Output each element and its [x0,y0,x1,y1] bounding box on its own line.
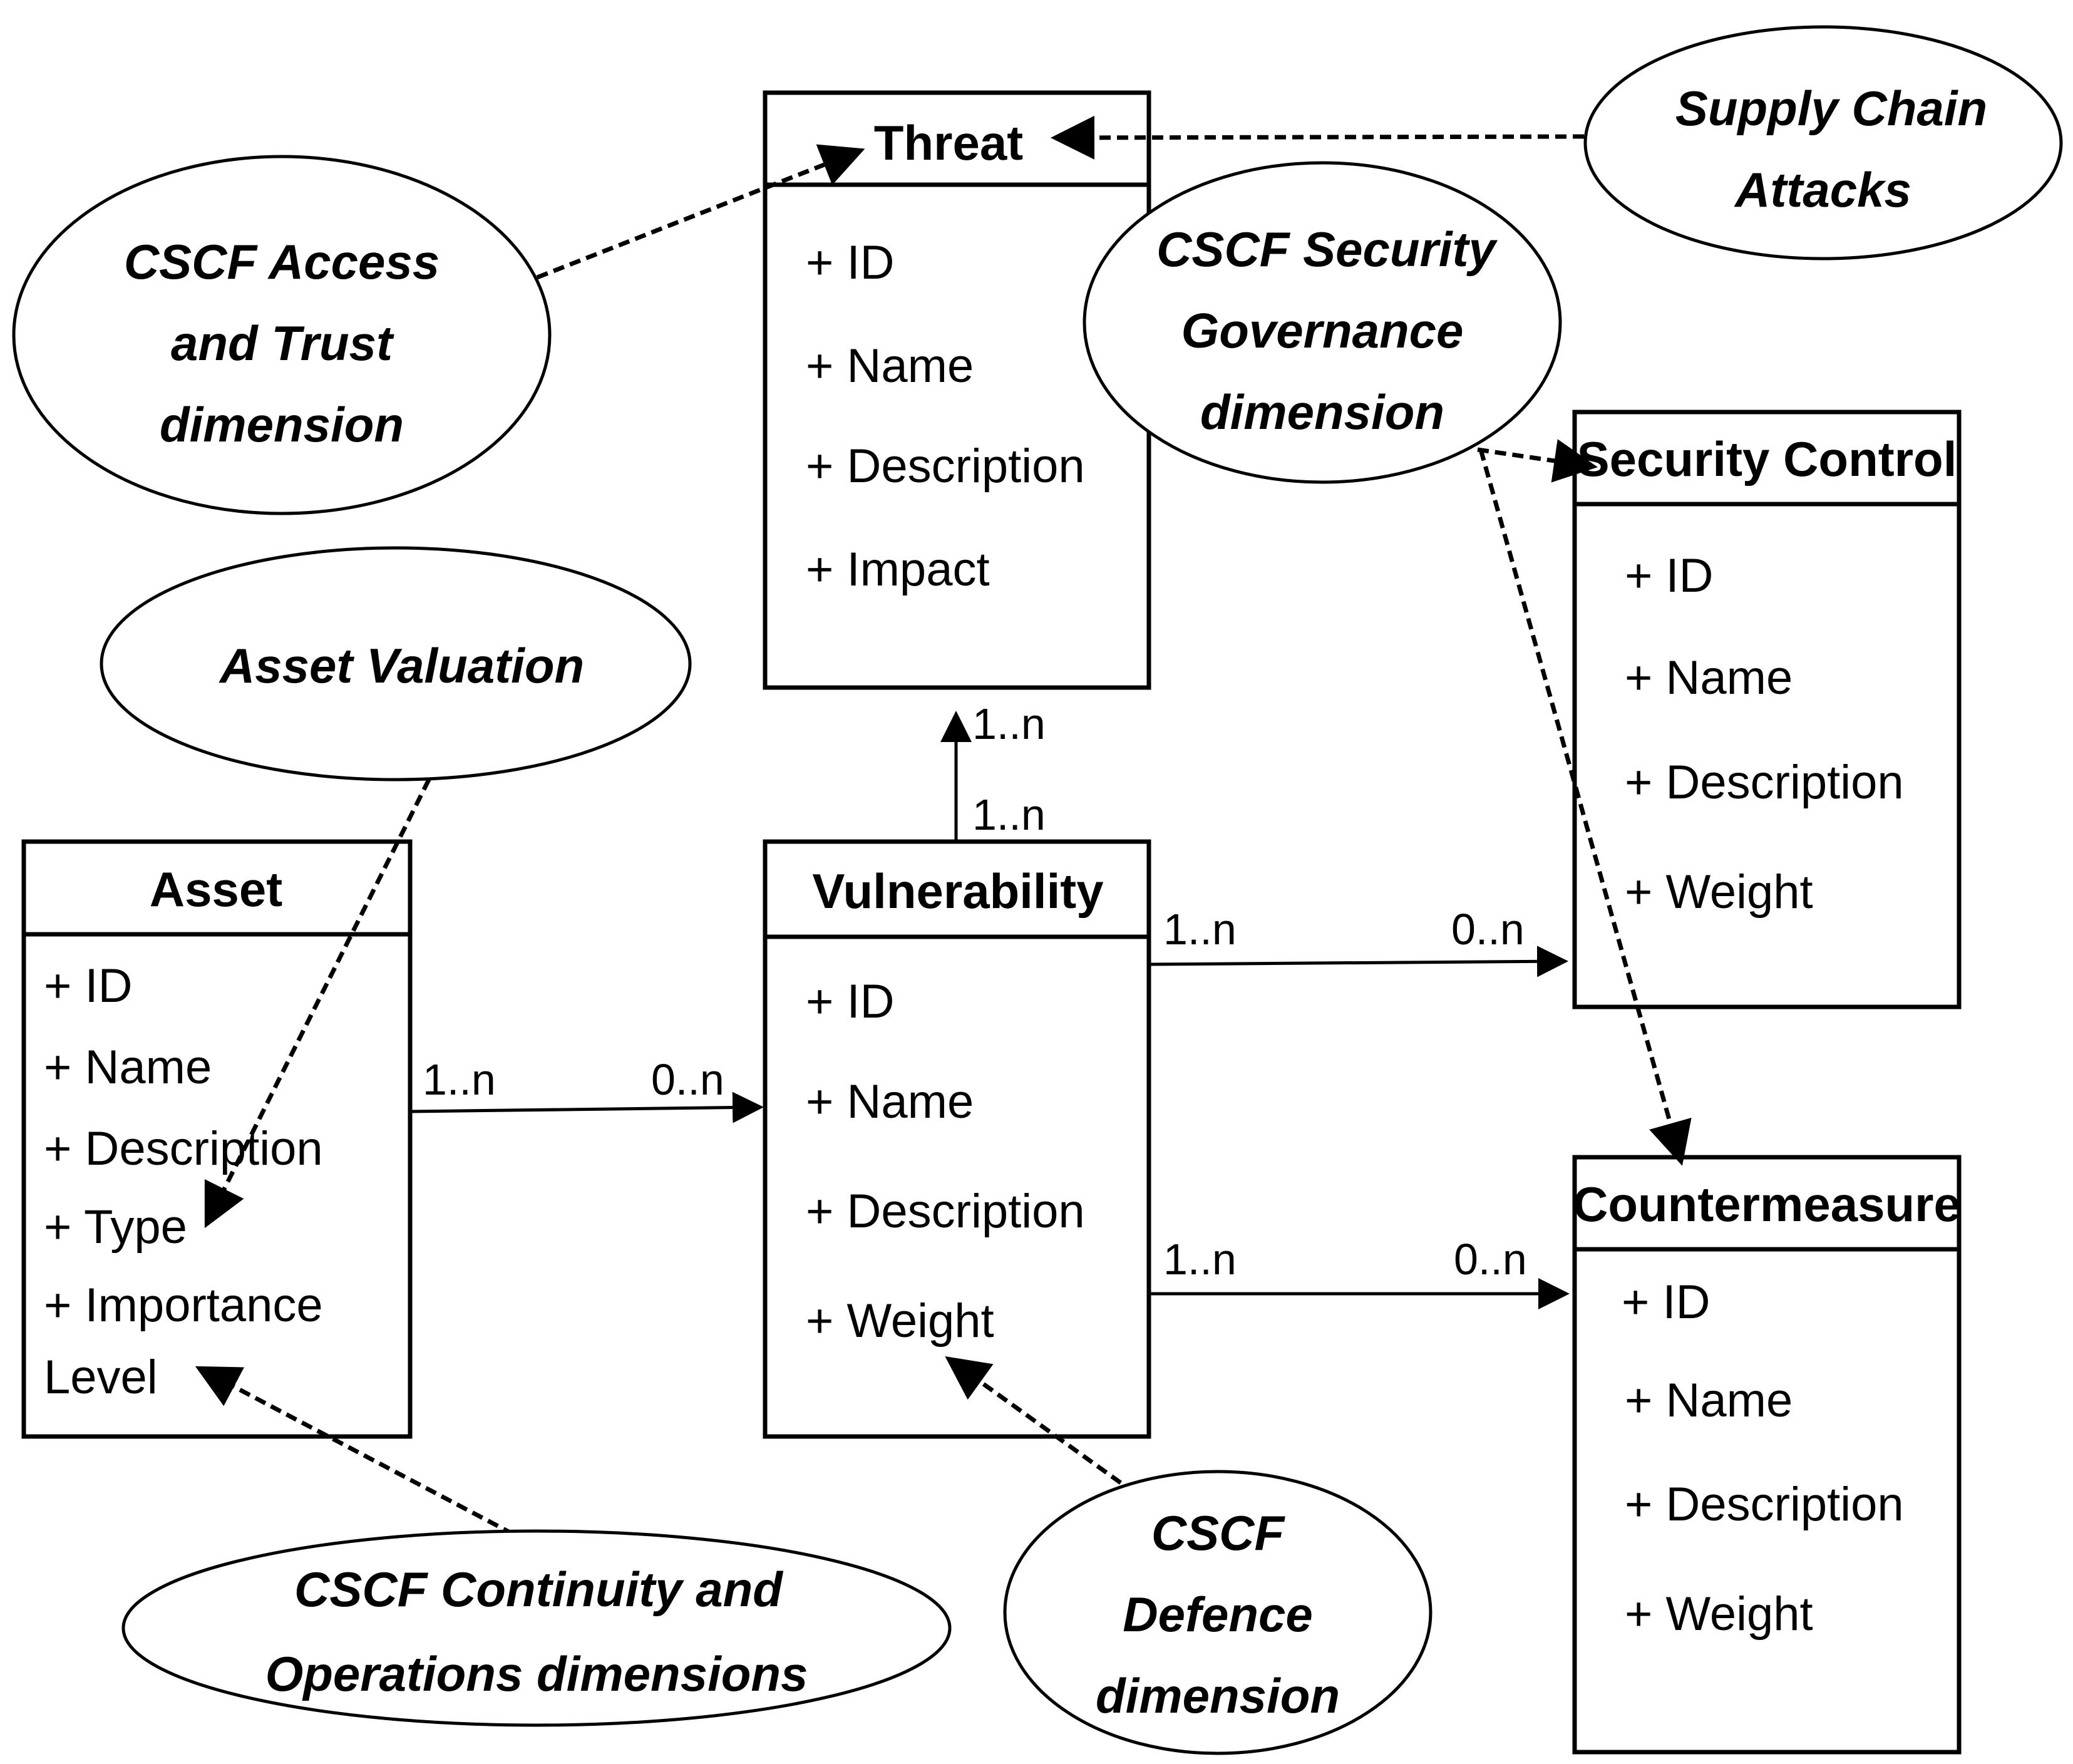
asset-attr-level: Level [44,1351,158,1404]
access-trust-dimension-oval: CSCF Access and Trust dimension [12,155,552,515]
supply-chain-line-1: Supply Chain [1675,81,1987,136]
vulnerability-class-title: Vulnerability [812,864,1103,919]
mult-vuln-threat-top: 1..n [972,699,1046,748]
supply-chain-dimension-oval: Supply Chain Attacks [1583,25,2063,260]
asset-valuation-line-1: Asset Valuation [219,638,584,693]
access-trust-to-threat-arrow [536,144,865,280]
asset-attr-type: + Type [44,1200,187,1254]
governance-to-countermeasure-arrow [1478,449,1692,1166]
countermeasure-class: Countermeasure + ID + Name + Description… [1572,1155,1962,1755]
threat-class-title: Threat [874,115,1023,170]
defence-to-weight-arrow [945,1356,1123,1485]
threat-attr-id: + ID [806,236,895,289]
continuity-operations-line-2: Operations dimensions [265,1646,808,1701]
vulnerability-securitycontrol-association [1148,946,1568,977]
asset-valuation-dimension-oval: Asset Valuation [100,546,692,781]
vulnerability-attr-weight: + Weight [806,1294,994,1348]
continuity-operations-dimension-oval: CSCF Continuity and Operations dimension… [121,1529,952,1727]
security-control-attr-weight: + Weight [1625,865,1813,919]
access-trust-line-3: dimension [160,397,404,452]
security-governance-line-2: Governance [1181,303,1464,358]
threat-attr-impact: + Impact [806,543,990,596]
threat-attr-description: + Description [806,440,1085,493]
defence-dimension-oval: CSCF Defence dimension [1003,1470,1433,1755]
asset-attr-description: + Description [44,1122,323,1175]
mult-vuln-counter-source: 1..n [1163,1235,1237,1284]
countermeasure-attr-weight: + Weight [1625,1587,1813,1641]
security-governance-line-1: CSCF Security [1156,222,1498,277]
access-trust-line-2: and Trust [171,316,394,371]
mult-vuln-threat-bottom: 1..n [972,790,1046,839]
countermeasure-attr-name: + Name [1625,1374,1793,1427]
threat-attr-name: + Name [806,339,974,393]
mult-asset-vuln-target: 0..n [651,1055,724,1104]
asset-attr-importance: + Importance [44,1279,323,1332]
mult-vuln-control-target: 0..n [1451,905,1525,954]
governance-to-security-control-arrow [1477,439,1598,483]
mult-vuln-control-source: 1..n [1163,905,1237,954]
defence-line-1: CSCF [1151,1505,1286,1560]
asset-class-title: Asset [150,862,282,917]
asset-valuation-to-type-arrow [204,778,431,1229]
continuity-to-importance-arrow [195,1366,515,1537]
supply-chain-line-2: Attacks [1734,162,1911,217]
countermeasure-attr-description: + Description [1625,1478,1904,1531]
supply-chain-to-threat-arrow [1051,115,1585,160]
vulnerability-attr-description: + Description [806,1185,1085,1238]
threat-class: Threat + ID + Name + Description + Impac… [763,90,1151,690]
mult-asset-vuln-source: 1..n [423,1055,496,1104]
mult-vuln-counter-target: 0..n [1454,1235,1527,1284]
asset-class: Asset + ID + Name + Description + Type +… [21,839,413,1439]
countermeasure-class-title: Countermeasure [1573,1177,1961,1232]
vulnerability-attr-name: + Name [806,1075,974,1128]
continuity-operations-line-1: CSCF Continuity and [294,1562,783,1617]
countermeasure-attr-id: + ID [1622,1276,1710,1329]
asset-vulnerability-association [409,1091,764,1123]
security-control-attr-description: + Description [1625,756,1904,809]
asset-attr-name: + Name [44,1041,212,1094]
security-governance-line-3: dimension [1200,384,1444,440]
security-control-class-title: Security Control [1577,431,1957,487]
vulnerability-attr-id: + ID [806,975,895,1028]
security-control-attr-name: + Name [1625,651,1793,704]
asset-attr-id: + ID [44,959,133,1013]
security-control-class: Security Control + ID + Name + Descripti… [1572,410,1962,1009]
access-trust-line-1: CSCF Access [124,234,440,289]
defence-line-2: Defence [1123,1587,1312,1642]
defence-line-3: dimension [1096,1668,1340,1723]
vulnerability-class: Vulnerability + ID + Name + Description … [763,839,1151,1439]
security-governance-dimension-oval: CSCF Security Governance dimension [1083,161,1562,484]
security-control-attr-id: + ID [1625,549,1714,602]
